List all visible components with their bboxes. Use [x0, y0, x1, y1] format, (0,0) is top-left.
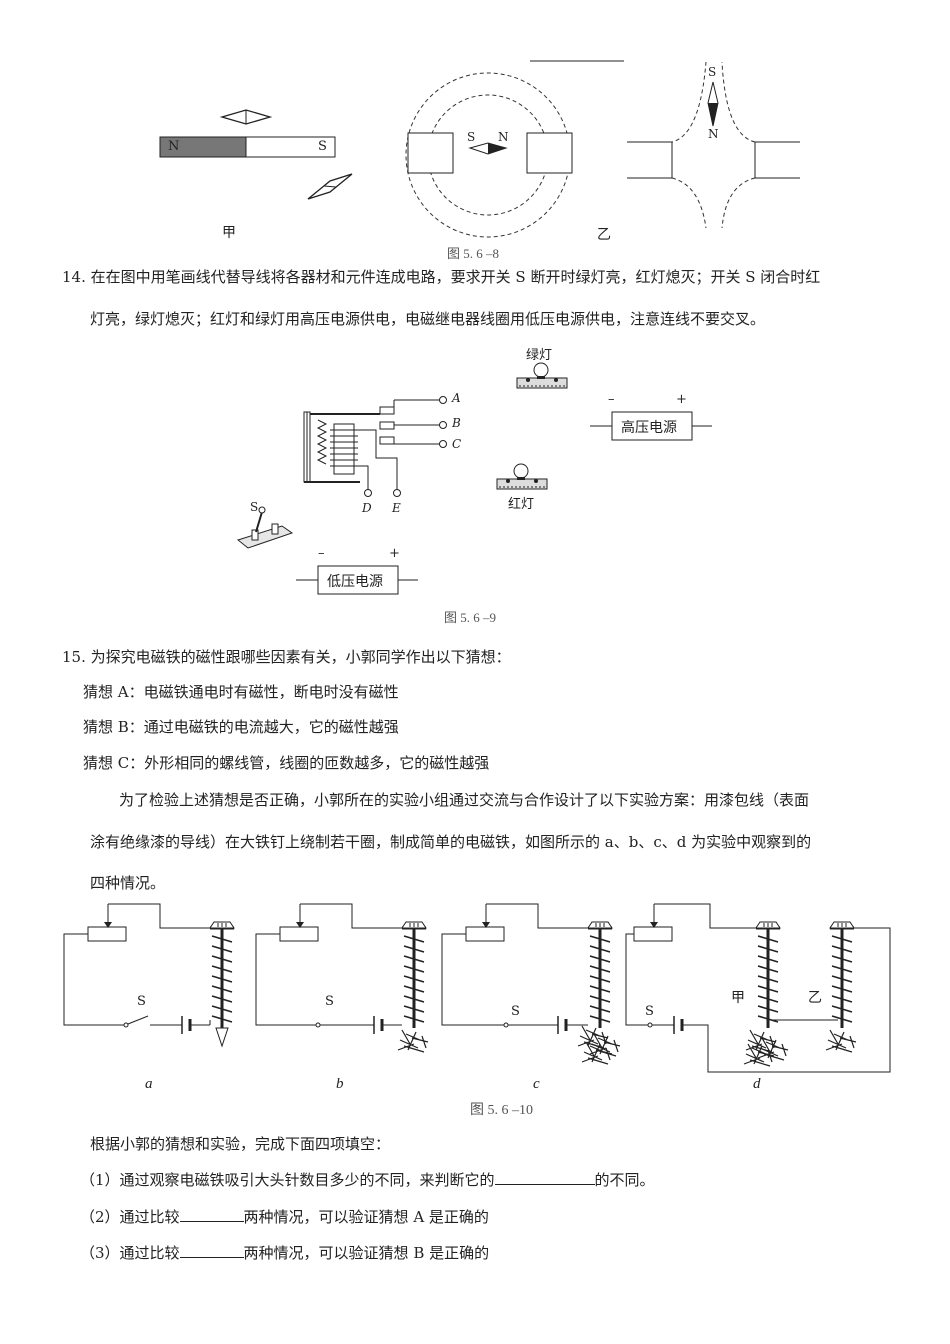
fill-question-3-suffix: 两种情况，可以验证猜想 B 是正确的: [243, 1244, 490, 1262]
high-source-plus: +: [676, 392, 687, 407]
circuit-d-label: d: [753, 1076, 761, 1092]
figure-caption-5-6-9: 图 5. 6 –9: [444, 610, 497, 625]
low-voltage-source-label: 低压电源: [327, 574, 383, 590]
pole-field-diagram: [405, 72, 573, 238]
figure-caption-5-6-8: 图 5. 6 –8: [447, 246, 500, 261]
terminal-a-label: A: [452, 391, 461, 405]
compass-n-label: N: [708, 127, 719, 141]
red-lamp-label: 红灯: [508, 497, 535, 512]
bar-magnet-n-label: N: [168, 139, 180, 154]
figure-label-yi: 乙: [597, 227, 611, 243]
terminal-b-label: B: [452, 416, 461, 430]
compass-needle-bottom: [307, 173, 353, 200]
electromagnetic-relay: [303, 396, 447, 497]
guess-b: 猜想 B：通过电磁铁的电流越大，它的磁性越强: [83, 718, 399, 736]
repel-field-diagram: [627, 61, 800, 229]
figure-caption-5-6-10: 图 5. 6 –10: [470, 1103, 533, 1118]
high-voltage-source: [590, 411, 712, 441]
compass-needle-top: [219, 109, 273, 125]
figure-5-6-8: [159, 60, 800, 238]
question-15-para3: 四种情况。: [90, 874, 166, 892]
question-15-para1: 为了检验上述猜想是否正确，小郭所在的实验小组通过交流与合作设计了以下实验方案：用…: [119, 791, 810, 809]
fill-question-1-suffix: 的不同。: [594, 1171, 655, 1189]
circuit-a-switch-label: S: [137, 994, 146, 1009]
circuit-b-switch-label: S: [325, 994, 334, 1009]
fill-intro: 根据小郭的猜想和实验，完成下面四项填空：: [90, 1135, 391, 1153]
red-lamp: [496, 463, 548, 490]
circuit-c-label: c: [533, 1076, 540, 1092]
knife-switch: [236, 506, 294, 549]
high-voltage-source-label: 高压电源: [621, 420, 677, 436]
fill-question-1: （1）通过观察电磁铁吸引大头针数目多少的不同，来判断它的 的不同。: [80, 1170, 655, 1189]
circuit-d: [625, 903, 891, 1073]
low-source-plus: +: [389, 546, 400, 561]
answer-blank-3[interactable]: [179, 1243, 244, 1258]
high-source-minus: –: [608, 392, 615, 407]
green-lamp-label: 绿灯: [526, 348, 553, 363]
question-14-line2: 灯亮，绿灯熄灭；红灯和绿灯用高压电源供电，电磁继电器线圈用低压电源供电，注意连线…: [90, 310, 766, 328]
question-14-line1: 14. 在在图中用笔画线代替导线将各器材和元件连成电路，要求开关 S 断开时绿灯…: [62, 268, 821, 286]
bar-magnet-s-label: S: [318, 139, 327, 154]
terminal-e-label: E: [392, 501, 401, 515]
green-lamp: [516, 362, 568, 389]
terminal-c-label: C: [452, 437, 462, 451]
fill-question-3-prefix: （3）通过比较: [80, 1244, 180, 1262]
figure-5-6-9: [236, 362, 712, 595]
circuit-a-label: a: [145, 1076, 153, 1092]
figure-label-jia: 甲: [222, 225, 236, 241]
nail-yi-label: 乙: [808, 990, 822, 1006]
answer-blank-2[interactable]: [179, 1207, 244, 1222]
guess-a: 猜想 A：电磁铁通电时有磁性，断电时没有磁性: [83, 683, 399, 701]
ring-needle-n-label: N: [498, 130, 509, 144]
terminal-d-label: D: [362, 501, 372, 515]
circuit-a: [63, 903, 236, 1048]
circuit-c: [441, 903, 621, 1065]
fill-question-3: （3）通过比较 两种情况，可以验证猜想 B 是正确的: [80, 1243, 489, 1262]
bar-magnet: [159, 136, 336, 158]
fill-question-2: （2）通过比较 两种情况，可以验证猜想 A 是正确的: [80, 1207, 489, 1226]
fill-question-1-prefix: （1）通过观察电磁铁吸引大头针数目多少的不同，来判断它的: [80, 1171, 495, 1189]
ring-needle-s-label: S: [467, 130, 476, 144]
compass-s-label: S: [708, 65, 717, 79]
low-source-minus: –: [318, 546, 325, 561]
figure-5-6-10: [63, 903, 891, 1073]
circuit-b-label: b: [336, 1076, 344, 1092]
answer-blank-1[interactable]: [494, 1170, 595, 1185]
low-voltage-source: [296, 565, 418, 595]
circuit-b: [255, 903, 429, 1053]
question-15-line1: 15. 为探究电磁铁的磁性跟哪些因素有关，小郭同学作出以下猜想：: [62, 648, 511, 666]
nail-jia-label: 甲: [731, 990, 745, 1006]
guess-c: 猜想 C：外形相同的螺线管，线圈的匝数越多，它的磁性越强: [83, 754, 490, 772]
circuit-c-switch-label: S: [511, 1004, 520, 1019]
fill-question-2-prefix: （2）通过比较: [80, 1208, 180, 1226]
circuit-d-switch-label: S: [645, 1004, 654, 1019]
question-15-para2: 涂有绝缘漆的导线）在大铁钉上绕制若干圈，制成简单的电磁铁，如图所示的 a、b、c…: [90, 833, 812, 851]
switch-s-label: S: [250, 500, 259, 514]
fill-question-2-suffix: 两种情况，可以验证猜想 A 是正确的: [243, 1208, 489, 1226]
